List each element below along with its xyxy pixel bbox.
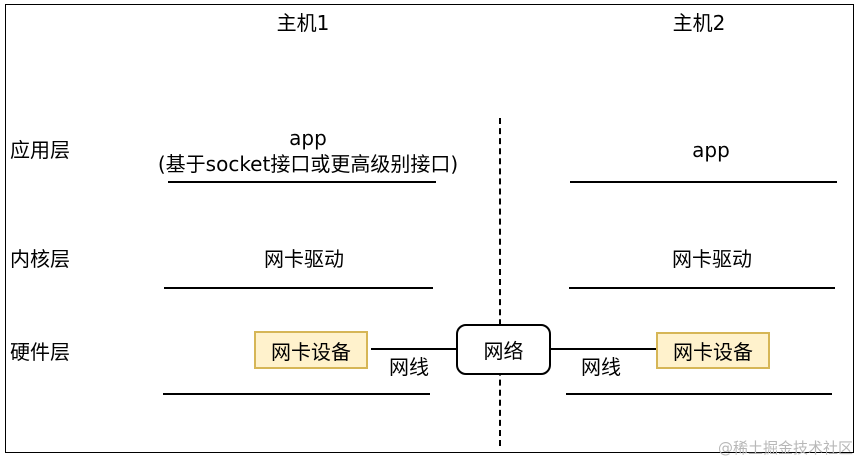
cable-right <box>551 348 656 350</box>
host2-kernel-layer-line <box>569 287 835 289</box>
host-divider <box>499 118 501 446</box>
layer-label-kernel: 内核层 <box>10 247 70 271</box>
host1-nic-device: 网卡设备 <box>254 331 368 369</box>
network-box: 网络 <box>456 324 551 375</box>
network-label: 网络 <box>483 339 524 363</box>
diagram-frame <box>5 4 854 453</box>
host1-hardware-layer-line <box>163 393 430 395</box>
host1-application-layer-line <box>168 181 436 183</box>
host1-app-label: app <box>289 126 327 150</box>
cable-left-label: 网线 <box>389 355 429 379</box>
host2-title: 主机2 <box>672 11 726 35</box>
host2-application-layer-line <box>570 181 837 183</box>
host2-hardware-layer-line <box>566 393 832 395</box>
host1-nic-device-label: 网卡设备 <box>271 339 351 364</box>
host2-app-label: app <box>692 138 730 162</box>
watermark: @稀土掘金技术社区 <box>717 439 853 457</box>
cable-right-label: 网线 <box>581 355 621 379</box>
layer-label-hardware: 硬件层 <box>10 340 70 364</box>
host1-nic-driver: 网卡驱动 <box>264 247 344 271</box>
host1-app-interface-note: (基于socket接口或更高级别接口) <box>157 152 459 176</box>
host1-kernel-layer-line <box>164 287 433 289</box>
cable-left <box>371 348 456 350</box>
host2-nic-device: 网卡设备 <box>656 332 770 369</box>
layer-label-application: 应用层 <box>10 138 70 162</box>
host2-nic-device-label: 网卡设备 <box>673 340 753 364</box>
host1-title: 主机1 <box>276 11 330 35</box>
host2-nic-driver: 网卡驱动 <box>672 247 752 271</box>
